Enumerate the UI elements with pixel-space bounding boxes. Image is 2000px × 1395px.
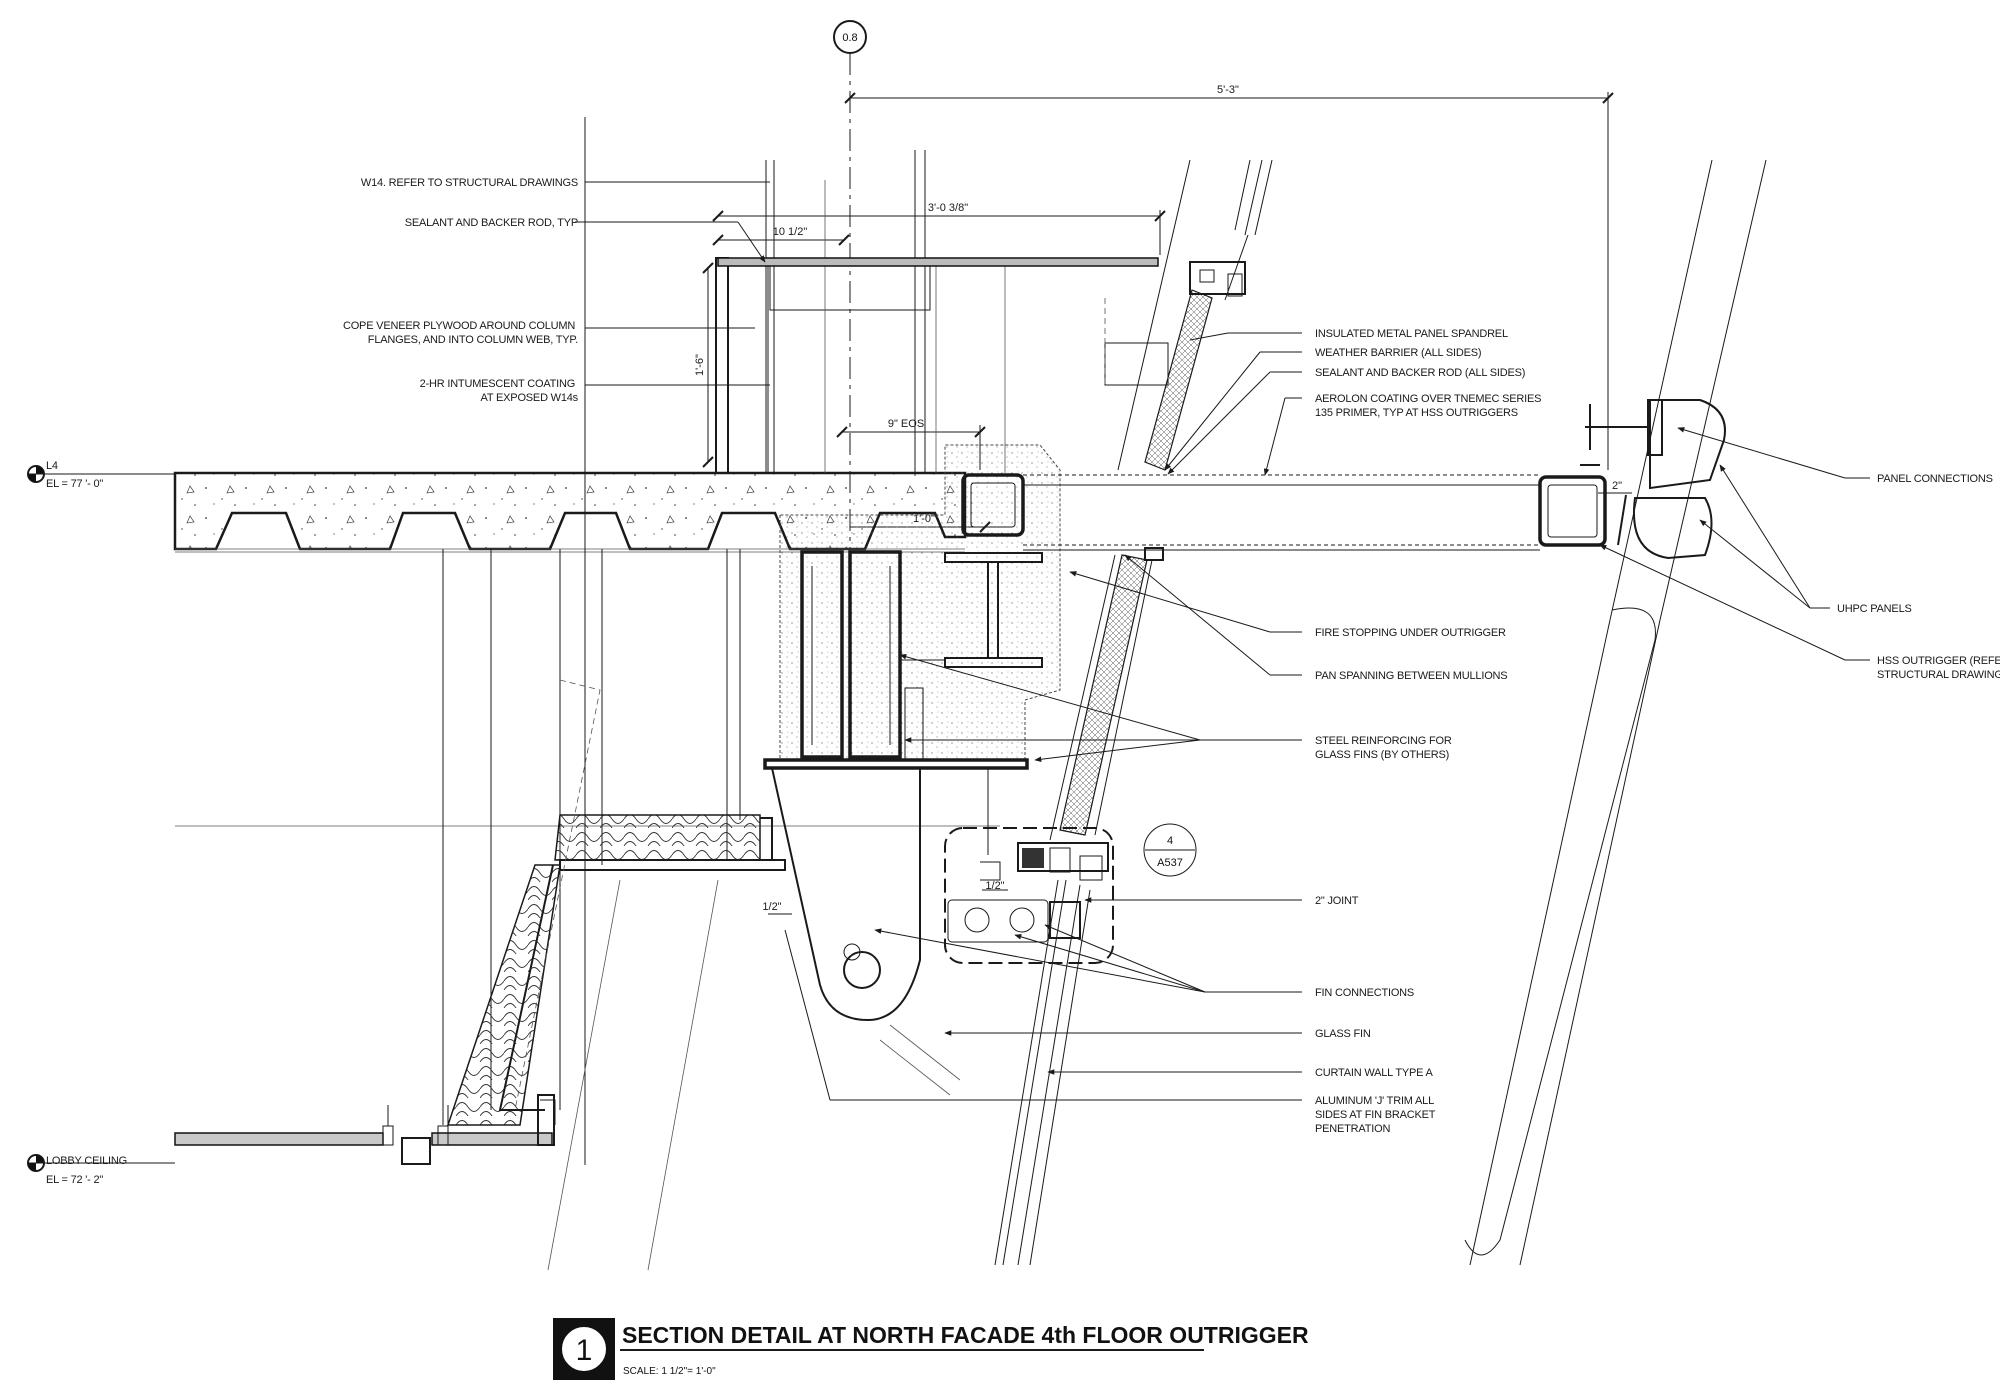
note-steel-reinforcing: STEEL REINFORCING FOR GLASS FINS (BY OTH…	[1315, 735, 1454, 761]
title-block-number: 1	[576, 1334, 593, 1367]
note-sealant-backer-rod: SEALANT AND BACKER ROD, TYP	[405, 217, 578, 229]
dimension-half-inch-a: 1/2"	[982, 880, 1008, 892]
hss-outrigger	[961, 473, 1607, 551]
detail-callout-number: 4	[1167, 835, 1173, 847]
level-marker-l4: L4 EL = 77 '- 0"	[27, 460, 175, 490]
dimension-half-inch-a-label: 1/2"	[985, 880, 1004, 892]
note-panel-connections: PANEL CONNECTIONS	[1877, 473, 1993, 485]
middle-notes: INSULATED METAL PANEL SPANDREL WEATHER B…	[1315, 328, 1544, 1135]
note-weather-barrier: WEATHER BARRIER (ALL SIDES)	[1315, 347, 1481, 359]
uhpc-panels	[1464, 159, 1767, 1266]
dimension-top-width: 3'-0 3/8"	[712, 202, 1166, 255]
dimension-overall-label: 5'-3"	[1217, 84, 1239, 96]
note-fin-connections: FIN CONNECTIONS	[1315, 987, 1414, 999]
note-aerolon-coating: AEROLON COATING OVER TNEMEC SERIES 135 P…	[1315, 393, 1544, 419]
plywood-cap	[717, 257, 1159, 267]
title-block-scale: SCALE: 1 1/2"= 1'-0"	[623, 1366, 716, 1377]
note-insulated-metal-panel: INSULATED METAL PANEL SPANDREL	[1315, 328, 1508, 340]
title-block-title: SECTION DETAIL AT NORTH FACADE 4th FLOOR…	[622, 1322, 1309, 1348]
dimension-half-inch-b: 1/2"	[762, 901, 792, 915]
level-marker-lobby-ceiling: LOBBY CEILING EL = 72 '- 2"	[27, 1154, 175, 1186]
note-w14: W14. REFER TO STRUCTURAL DRAWINGS	[361, 177, 578, 189]
note-hss-outrigger: HSS OUTRIGGER (REFER TO STRUCTURAL DRAWI…	[1877, 655, 2000, 681]
note-glass-fin: GLASS FIN	[1315, 1028, 1371, 1040]
title-block: 1 SECTION DETAIL AT NORTH FACADE 4th FLO…	[553, 1318, 1309, 1380]
note-fire-stopping: FIRE STOPPING UNDER OUTRIGGER	[1315, 627, 1506, 639]
dimension-hss-gap-label: 2"	[1612, 480, 1622, 492]
level-elevation-l4: EL = 77 '- 0"	[46, 478, 103, 490]
interior-glazing-lines	[547, 879, 961, 1271]
note-two-inch-joint: 2" JOINT	[1315, 895, 1359, 907]
ceiling-framing	[446, 679, 786, 1126]
w14-column-upper	[584, 117, 1169, 1165]
dimension-column-height-label: 1'-6"	[694, 354, 706, 376]
leader-lines	[575, 181, 1870, 1101]
outrigger-beam	[900, 552, 1043, 668]
note-aluminum-j-trim: ALUMINUM 'J' TRIM ALL SIDES AT FIN BRACK…	[1315, 1095, 1438, 1135]
dimension-flange-offset: 10 1/2"	[712, 226, 850, 246]
left-notes: W14. REFER TO STRUCTURAL DRAWINGS SEALAN…	[343, 177, 579, 404]
dimension-column-height: 1'-6"	[694, 262, 714, 468]
note-pan-spanning: PAN SPANNING BETWEEN MULLIONS	[1315, 670, 1507, 682]
dimension-eos-label: 9" EOS	[888, 418, 924, 430]
dimension-overall: 5'-3"	[844, 84, 1614, 470]
detail-callout: 4 A537	[944, 823, 1197, 964]
note-curtain-wall-type-a: CURTAIN WALL TYPE A	[1315, 1067, 1434, 1079]
level-elevation-lobby-ceiling: EL = 72 '- 2"	[46, 1174, 103, 1186]
dimension-flange-offset-label: 10 1/2"	[773, 226, 808, 238]
note-uhpc-panels: UHPC PANELS	[1837, 603, 1912, 615]
right-notes: PANEL CONNECTIONS UHPC PANELS HSS OUTRIG…	[1837, 473, 2000, 681]
curtain-wall	[947, 159, 1273, 1266]
detail-callout-sheet: A537	[1157, 857, 1183, 869]
dimension-half-inch-b-label: 1/2"	[762, 901, 781, 913]
note-sealant-all-sides: SEALANT AND BACKER ROD (ALL SIDES)	[1315, 367, 1525, 379]
note-intumescent-coating: 2-HR INTUMESCENT COATING AT EXPOSED W14s	[420, 378, 579, 404]
fin-bracket	[763, 687, 1029, 1022]
level-name-l4: L4	[46, 460, 58, 472]
grid-bubble-label: 0.8	[842, 32, 857, 44]
dimension-hss-gap: 2"	[1598, 480, 1632, 494]
note-cope-veneer-plywood: COPE VENEER PLYWOOD AROUND COLUMN FLANGE…	[343, 320, 578, 346]
dimension-top-width-label: 3'-0 3/8"	[928, 202, 968, 214]
lobby-ceiling	[174, 1094, 555, 1165]
grid-line-0-8: 0.8	[833, 20, 867, 600]
level-name-lobby-ceiling: LOBBY CEILING	[46, 1155, 127, 1167]
